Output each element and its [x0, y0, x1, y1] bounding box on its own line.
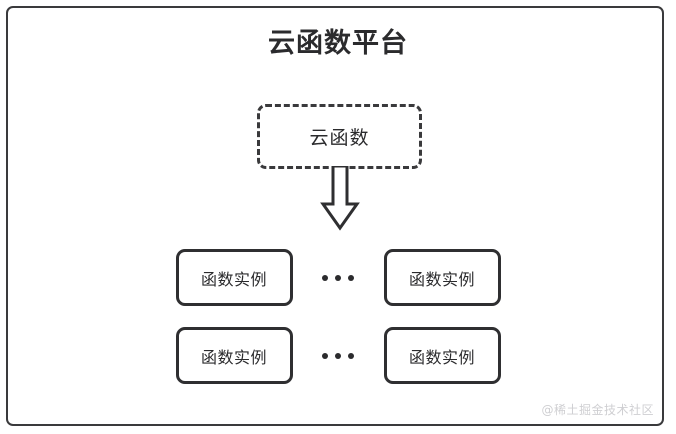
function-instance-grid: 函数实例 函数实例 函数实例 函数实例	[0, 249, 676, 384]
function-instance-box: 函数实例	[383, 327, 501, 384]
function-instance-label: 函数实例	[200, 347, 267, 367]
ellipsis-dot	[335, 274, 341, 281]
cloud-function-node: 云函数	[257, 104, 422, 169]
function-instance-box: 函数实例	[175, 327, 293, 384]
function-instance-box: 函数实例	[383, 249, 501, 306]
ellipsis-dot	[348, 274, 354, 281]
ellipsis-icon	[293, 352, 384, 359]
function-instance-label: 函数实例	[200, 269, 267, 289]
function-instance-box: 函数实例	[175, 249, 293, 306]
function-instance-label: 函数实例	[408, 269, 475, 289]
ellipsis-dot	[322, 274, 328, 281]
cloud-function-label: 云函数	[309, 127, 370, 149]
page-title: 云函数平台	[268, 28, 408, 59]
ellipsis-dot	[348, 352, 354, 359]
instance-row: 函数实例 函数实例	[0, 249, 676, 306]
ellipsis-dot	[322, 352, 328, 359]
down-block-arrow-icon	[316, 164, 364, 232]
watermark: @稀土掘金技术社区	[541, 403, 654, 417]
function-instance-label: 函数实例	[408, 347, 475, 367]
ellipsis-dot	[335, 352, 341, 359]
ellipsis-icon	[293, 274, 384, 281]
instance-row: 函数实例 函数实例	[0, 327, 676, 384]
